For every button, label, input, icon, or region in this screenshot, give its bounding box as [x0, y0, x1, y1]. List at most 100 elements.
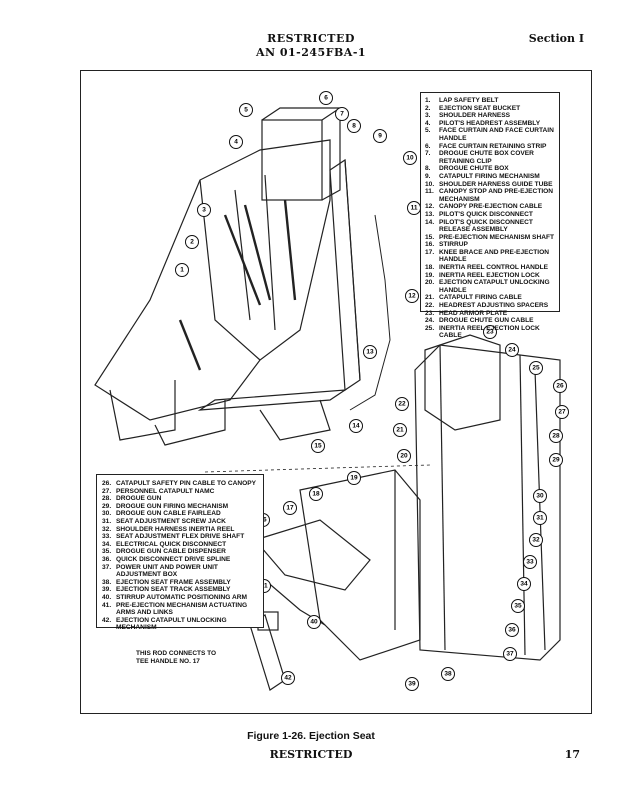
header-classification: RESTRICTED — [267, 32, 355, 45]
header-document-number: AN 01-245FBA-1 — [255, 46, 367, 59]
legend-item: 6.FACE CURTAIN RETAINING STRIP — [425, 143, 555, 151]
callout-number: 11 — [411, 205, 418, 212]
legend-item: 37.POWER UNIT AND POWER UNIT ADJUSTMENT … — [102, 564, 258, 579]
callout-number: 7 — [340, 111, 344, 118]
legend-item-number: 40. — [102, 593, 112, 601]
callout-circle — [503, 647, 517, 661]
legend-item-text: FACE CURTAIN AND FACE CURTAIN HANDLE — [439, 127, 554, 142]
legend-item: 38. EJECTION SEAT FRAME ASSEMBLY — [102, 579, 258, 587]
legend-item: 14.PILOT'S QUICK DISCONNECT RELEASE ASSE… — [425, 219, 555, 234]
callout-circle — [483, 325, 497, 339]
legend-item: 8.DROGUE CHUTE BOX — [425, 165, 555, 173]
legend-item-text: HEADREST ADJUSTING SPACERS — [439, 302, 549, 310]
legend-item: 2.EJECTION SEAT BUCKET — [425, 105, 555, 113]
callout-number: 21 — [396, 427, 404, 434]
legend-item-text: PILOT'S HEADREST ASSEMBLY — [439, 119, 541, 127]
callout-40: 40 — [307, 615, 321, 629]
legend-item: 10.SHOULDER HARNESS GUIDE TUBE — [425, 181, 555, 189]
legend-item-text: SEAT ADJUSTMENT SCREW JACK — [116, 517, 226, 525]
callout-number: 1 — [180, 267, 184, 274]
callout-1: 1 — [175, 263, 189, 277]
callout-number: 12 — [408, 293, 416, 300]
callout-circle — [397, 449, 411, 463]
callout-circle — [529, 361, 543, 375]
callout-number: 13 — [366, 349, 374, 356]
callout-35: 35 — [511, 599, 525, 613]
legend-item-number: 3. — [425, 112, 431, 120]
legend-item-text: EJECTION SEAT FRAME ASSEMBLY — [116, 578, 231, 586]
callout-circle — [395, 397, 409, 411]
legend-item-number: 32. — [102, 525, 112, 533]
legend-item-number: 25. — [425, 324, 435, 332]
callout-number: 6 — [324, 95, 328, 102]
upper-seat-drawing — [94, 107, 391, 446]
legend-item-text: SEAT ADJUSTMENT FLEX DRIVE SHAFT — [116, 533, 245, 541]
legend-item: 18.INERTIA REEL CONTROL HANDLE — [425, 264, 555, 272]
callout-number: 37 — [506, 651, 514, 658]
callout-19: 19 — [347, 471, 361, 485]
legend-item-number: 26. — [102, 480, 112, 487]
callout-circle — [347, 119, 361, 133]
legend-item-number: 34. — [102, 540, 112, 548]
page-number: 17 — [564, 748, 580, 761]
callout-circle — [549, 429, 563, 443]
legend-item: 3.SHOULDER HARNESS — [425, 112, 555, 120]
figure-caption: Figure 1-26. Ejection Seat — [247, 730, 375, 742]
legend-item: 27.PERSONNEL CATAPULT NAMC — [102, 488, 258, 496]
callout-7: 7 — [335, 107, 349, 121]
legend-item-number: 24. — [425, 317, 435, 325]
legend-item-number: 9. — [425, 172, 431, 180]
legend-item: 24.DROGUE CHUTE GUN CABLE — [425, 317, 555, 325]
legend-item-number: 16. — [425, 241, 435, 249]
callout-24: 24 — [505, 343, 519, 357]
callout-6: 6 — [319, 91, 333, 105]
callout-5: 5 — [239, 103, 253, 117]
legend-item: 9. CATAPULT FIRING MECHANISM — [425, 173, 555, 181]
legend-item-text: DROGUE GUN CABLE FAIRLEAD — [116, 510, 221, 518]
callout-31: 31 — [533, 511, 547, 525]
legend-item: 17.KNEE BRACE AND PRE-EJECTION HANDLE — [425, 249, 555, 264]
callout-18: 18 — [309, 487, 323, 501]
legend-item: 23.HEAD ARMOR PLATE — [425, 310, 555, 318]
callout-2: 2 — [185, 235, 199, 249]
legend-item-number: 22. — [425, 302, 435, 310]
legend-item: 4. PILOT'S HEADREST ASSEMBLY — [425, 120, 555, 128]
legend-item: 22. HEADREST ADJUSTING SPACERS — [425, 302, 555, 310]
callout-circle — [529, 533, 543, 547]
callout-circle — [553, 379, 567, 393]
legend-item: 36.QUICK DISCONNECT DRIVE SPLINE — [102, 556, 258, 564]
legend-item: 32. SHOULDER HARNESS INERTIA REEL — [102, 526, 258, 534]
legend-item-text: SHOULDER HARNESS INERTIA REEL — [116, 525, 235, 533]
callout-22: 22 — [395, 397, 409, 411]
rod-note-line-1: THIS ROD CONNECTS TO — [136, 650, 217, 657]
callout-number: 22 — [398, 401, 406, 408]
legend-item-number: 2. — [425, 104, 431, 112]
callout-number: 38 — [444, 671, 452, 678]
legend-item-number: 19. — [425, 271, 435, 279]
legend-item-number: 27. — [102, 487, 112, 495]
legend-item: 29.DROGUE GUN FIRING MECHANISM — [102, 503, 258, 511]
legend-item-text: QUICK DISCONNECT DRIVE SPLINE — [116, 555, 231, 563]
legend-item-number: 38. — [102, 578, 112, 586]
callout-number: 9 — [378, 133, 382, 140]
legend-item-text: DROGUE CHUTE BOX COVER RETAINING CLIP — [439, 150, 534, 165]
callout-number: 15 — [314, 443, 322, 450]
legend-item-number: 4. — [425, 119, 431, 127]
callout-number: 25 — [532, 365, 540, 372]
callout-number: 32 — [532, 537, 540, 544]
legend-item: 15.PRE-EJECTION MECHANISM SHAFT — [425, 234, 555, 242]
callout-circle — [405, 289, 419, 303]
legend-item-number: 15. — [425, 233, 435, 241]
legend-item-text: CATAPULT FIRING MECHANISM — [439, 172, 540, 180]
callout-circle — [281, 671, 295, 685]
legend-item-text: LAP SAFETY BELT — [439, 97, 499, 104]
callout-circle — [311, 439, 325, 453]
legend-item-text: PILOT'S QUICK DISCONNECT RELEASE ASSEMBL… — [439, 218, 533, 234]
legend-item-number: 35. — [102, 548, 112, 556]
legend-item: 41.PRE-EJECTION MECHANISM ACTUATING ARMS… — [102, 602, 258, 617]
legend-item-number: 13. — [425, 210, 435, 218]
legend-item-number: 29. — [102, 502, 112, 510]
legend-item-text: PILOT'S QUICK DISCONNECT — [439, 210, 533, 218]
